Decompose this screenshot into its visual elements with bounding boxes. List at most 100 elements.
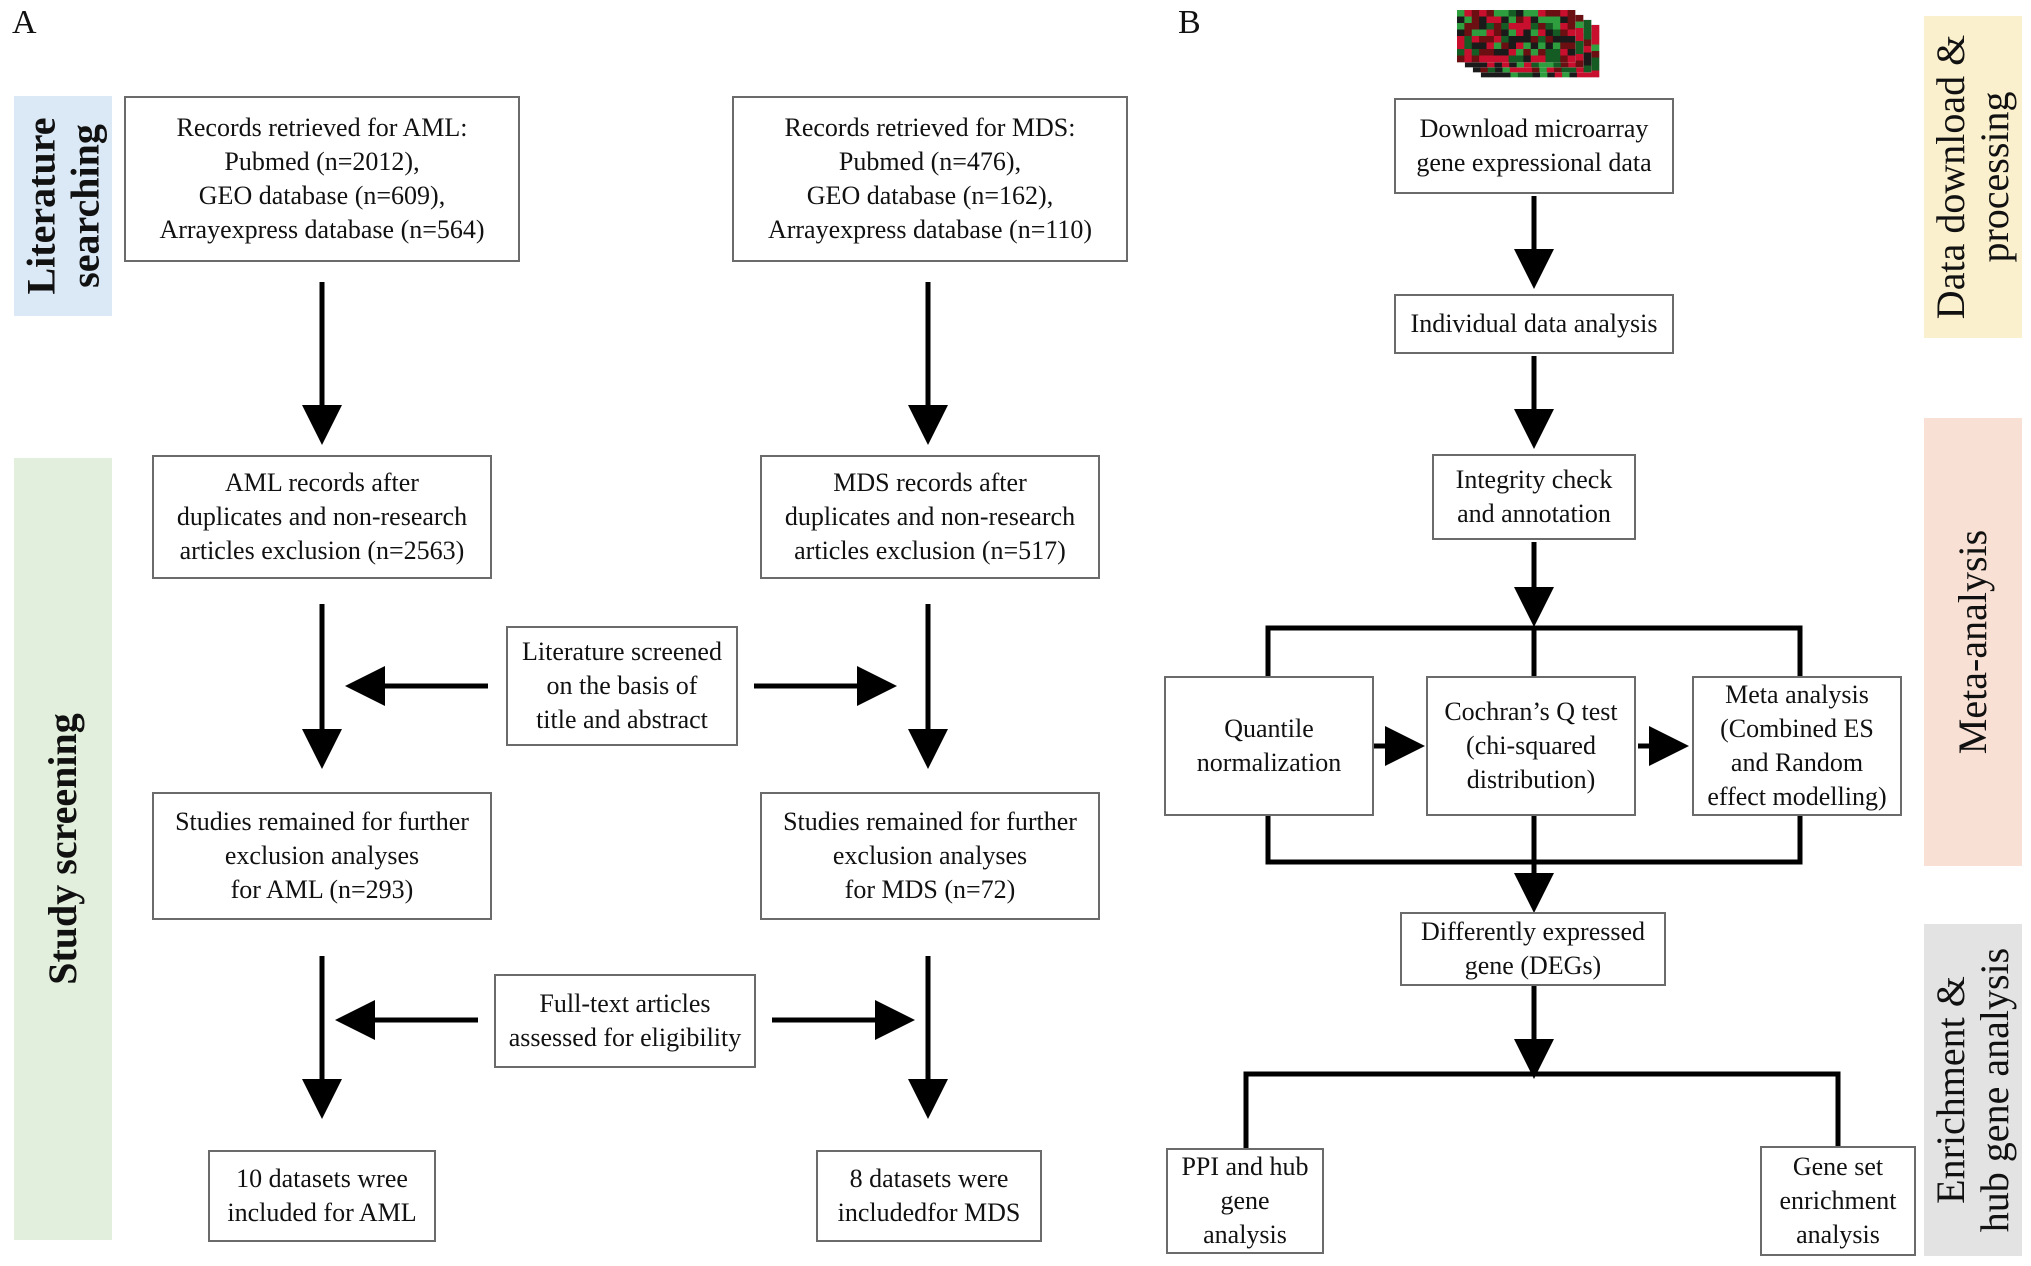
- heatmap-cell: [1479, 55, 1487, 63]
- heatmap-cell: [1479, 42, 1487, 50]
- heatmap-cell: [1545, 42, 1554, 50]
- heatmap-cell: [1553, 60, 1562, 68]
- heatmap-cell: [1545, 49, 1554, 56]
- heatmap-cell: [1530, 55, 1539, 63]
- heatmap-cell: [1523, 29, 1532, 37]
- heatmap-cell: [1567, 29, 1576, 37]
- heatmap-cell: [1479, 49, 1487, 56]
- heatmap-cell: [1576, 70, 1585, 78]
- heatmap-cell: [1560, 10, 1568, 17]
- heatmap-cell: [1530, 29, 1539, 37]
- heatmap-cell: [1575, 60, 1584, 68]
- heatmap-layer: [1457, 10, 1576, 63]
- aml-remained-box: Studies remained for further exclusion a…: [152, 792, 492, 920]
- heatmap-cell: [1567, 49, 1576, 56]
- heatmap-cell: [1552, 16, 1561, 24]
- heatmap-cell: [1538, 36, 1546, 43]
- heatmap-cell: [1508, 55, 1517, 63]
- heatmap-cell: [1471, 10, 1480, 17]
- heatmap-cell: [1530, 16, 1539, 24]
- heatmap-cell: [1517, 65, 1525, 73]
- heatmap-cell: [1501, 10, 1509, 17]
- heatmap-cell: [1464, 49, 1473, 56]
- heatmap-cell: [1479, 10, 1487, 17]
- heatmap-cell: [1481, 70, 1489, 78]
- heatmap-cell: [1591, 51, 1600, 58]
- heatmap-cell: [1567, 55, 1576, 63]
- heatmap-cell: [1472, 60, 1481, 68]
- heatmap-cell: [1509, 60, 1517, 68]
- heatmap-cell: [1516, 55, 1524, 63]
- heatmap-cell: [1493, 10, 1502, 17]
- heatmap-cell: [1530, 36, 1539, 43]
- aml-records-box: Records retrieved for AML: Pubmed (n=201…: [124, 96, 520, 262]
- heatmap-cell: [1530, 49, 1539, 56]
- individual-analysis-box: Individual data analysis: [1394, 294, 1674, 354]
- heatmap-cell: [1583, 46, 1592, 53]
- heatmap-cell: [1487, 65, 1496, 73]
- heatmap-cell: [1457, 49, 1465, 56]
- heatmap-cell: [1591, 70, 1600, 78]
- heatmap-cell: [1576, 65, 1584, 73]
- heatmap-cell: [1493, 36, 1502, 43]
- heatmap-cell: [1575, 34, 1584, 42]
- heatmap-cell: [1560, 60, 1569, 68]
- heatmap-cell: [1464, 36, 1473, 43]
- heatmap-cell: [1502, 65, 1511, 73]
- heatmap-cell: [1517, 70, 1526, 78]
- heatmap-cell: [1530, 23, 1539, 30]
- heatmap-cell: [1486, 23, 1495, 30]
- heatmap-cell: [1552, 42, 1561, 50]
- heatmap-cell: [1493, 16, 1502, 24]
- heatmap-cell: [1516, 23, 1524, 30]
- heatmap-cell: [1545, 29, 1554, 37]
- heatmap-cell: [1471, 42, 1480, 50]
- heatmap-cell: [1471, 23, 1480, 30]
- heatmap-cell: [1552, 55, 1561, 63]
- heatmap-cell: [1486, 49, 1495, 56]
- heatmap-cell: [1546, 65, 1555, 73]
- heatmap-cell: [1508, 42, 1517, 50]
- heatmap-cell: [1503, 70, 1511, 78]
- heatmap-cell: [1479, 23, 1487, 30]
- quantile-normalization-box: Quantile normalization: [1164, 676, 1374, 816]
- heatmap-cell: [1575, 21, 1584, 29]
- download-data-box: Download microarray gene expressional da…: [1394, 98, 1674, 194]
- heatmap-cell: [1545, 10, 1554, 17]
- heatmap-cell: [1524, 60, 1532, 68]
- heatmap-cell: [1575, 47, 1584, 55]
- heatmap-cell: [1486, 10, 1495, 17]
- data-download-band: Data download & processing: [1924, 16, 2022, 338]
- heatmap-cell: [1545, 16, 1554, 24]
- heatmap-cell: [1501, 29, 1509, 37]
- heatmap-cell: [1516, 36, 1524, 43]
- heatmap-cell: [1583, 52, 1592, 60]
- heatmap-cell: [1508, 23, 1517, 30]
- heatmap-cell: [1457, 42, 1465, 50]
- heatmap-cell: [1554, 65, 1562, 73]
- heatmap-cell: [1457, 16, 1465, 24]
- heatmap-cell: [1567, 42, 1576, 50]
- heatmap-cell: [1471, 16, 1480, 24]
- heatmap-cell: [1545, 23, 1554, 30]
- heatmap-cell: [1493, 29, 1502, 37]
- heatmap-cell: [1501, 60, 1510, 68]
- heatmap-cell: [1523, 23, 1532, 30]
- heatmap-cell: [1523, 36, 1532, 43]
- aml-final-datasets-box: 10 datasets wree included for AML: [208, 1150, 436, 1242]
- heatmap-cell: [1523, 10, 1532, 17]
- heatmap-cell: [1560, 16, 1568, 24]
- gene-set-enrichment-box: Gene set enrichment analysis: [1760, 1146, 1916, 1256]
- heatmap-cell: [1545, 36, 1554, 43]
- heatmap-cell: [1583, 65, 1592, 73]
- heatmap-cell: [1575, 41, 1584, 48]
- heatmap-cell: [1583, 20, 1592, 27]
- heatmap-cell: [1560, 55, 1568, 63]
- heatmap-cell: [1464, 23, 1473, 30]
- heatmap-cell: [1552, 29, 1561, 37]
- heatmap-cell: [1464, 10, 1473, 17]
- heatmap-cell: [1516, 60, 1525, 68]
- heatmap-cell: [1575, 15, 1584, 22]
- heatmap-cell: [1488, 70, 1497, 78]
